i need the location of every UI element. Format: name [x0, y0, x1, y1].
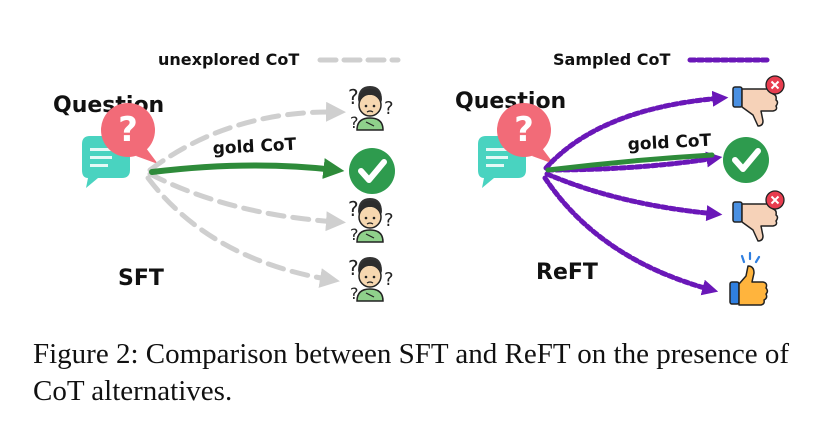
sft-check-icon	[349, 148, 395, 194]
sft-gold-label: gold CoT	[212, 135, 297, 159]
reft-thumbs-up-icon	[728, 251, 769, 307]
sft-gold-path	[149, 158, 345, 179]
sft-legend-label: unexplored CoT	[158, 50, 299, 69]
reft-method-label: ReFT	[536, 260, 598, 285]
reft-sampled-path-1	[543, 90, 729, 171]
reft-gold-label: gold CoT	[627, 131, 712, 155]
reft-gold-path	[545, 152, 715, 173]
reft-legend-label: Sampled CoT	[553, 50, 671, 69]
reft-check-icon	[723, 137, 769, 183]
sft-vs-reft-diagram: ? ? ?	[53, 50, 785, 307]
reft-question-icon	[478, 103, 554, 188]
reft-sampled-path-4	[542, 175, 719, 296]
sft-unexplored-path-1	[147, 101, 346, 173]
sft-confused-person-icon-3	[347, 255, 395, 304]
sft-unexplored-path-2	[147, 171, 346, 232]
sft-confused-person-icon-1	[347, 84, 395, 133]
sft-method-label: SFT	[118, 266, 164, 291]
reft-thumbs-down-icon-2	[732, 190, 785, 242]
sft-unexplored-path-3	[145, 175, 340, 288]
reft-thumbs-down-icon-1	[732, 75, 785, 127]
sft-confused-person-icon-2	[347, 196, 395, 245]
figure-caption: Figure 2: Comparison between SFT and ReF…	[33, 338, 790, 407]
reft-sampled-path-3	[544, 171, 723, 222]
